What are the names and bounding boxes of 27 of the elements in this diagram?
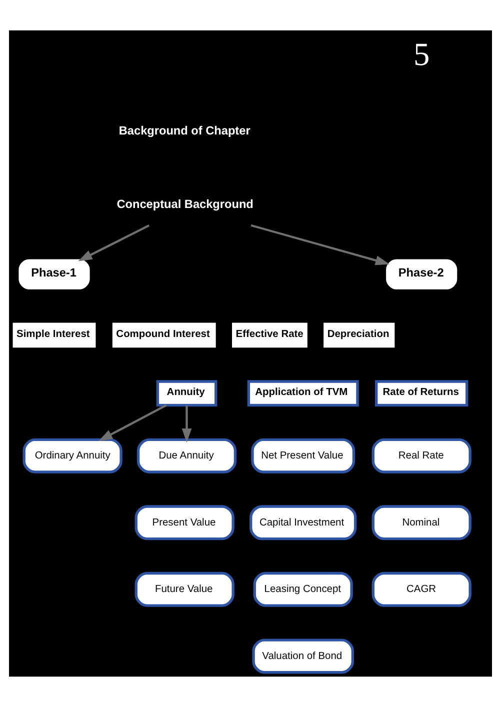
node-box: Application of TVM — [246, 380, 358, 407]
node-box: Capital Investment — [249, 505, 356, 540]
node-box: Simple Interest — [12, 322, 96, 348]
arrow — [78, 224, 150, 262]
label: 5 — [413, 36, 430, 72]
node-box: Ordinary Annuity — [22, 438, 122, 474]
node-box: Nominal — [371, 505, 471, 540]
node-box: Rate of Returns — [374, 380, 468, 407]
node-box: Valuation of Bond — [252, 638, 354, 674]
node-box: Net Present Value — [250, 438, 355, 474]
node-box: Annuity — [156, 380, 217, 407]
node-box: Real Rate — [371, 438, 471, 474]
node-box: Phase-1 — [18, 259, 90, 290]
node-box: CAGR — [371, 572, 471, 607]
node-box: Phase-2 — [386, 259, 457, 290]
node-box: Effective Rate — [232, 322, 307, 348]
arrow — [181, 405, 192, 443]
node-box: Compound Interest — [112, 322, 216, 348]
arrow — [98, 404, 166, 442]
node-box: Future Value — [134, 572, 234, 607]
node-box: Leasing Concept — [252, 572, 352, 607]
node-box: Present Value — [134, 505, 234, 540]
node-text: Background of Chapter — [118, 124, 250, 138]
arrow — [250, 224, 390, 266]
node-text: Conceptual Background — [116, 196, 253, 211]
node-box: Due Annuity — [136, 438, 236, 474]
node-box: Depreciation — [323, 322, 394, 348]
